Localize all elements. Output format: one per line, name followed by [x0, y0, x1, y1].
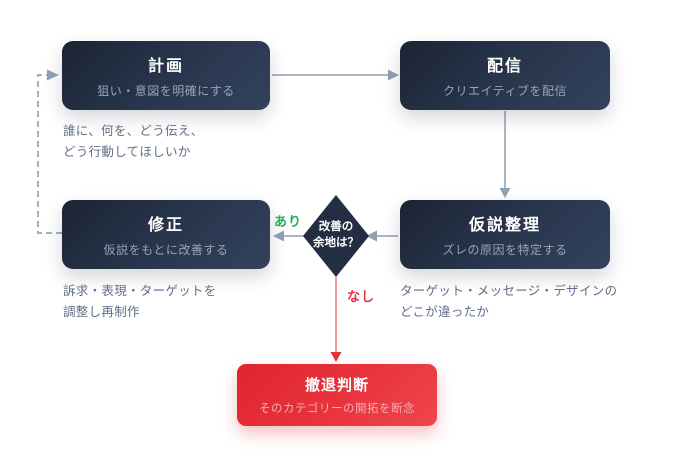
node-deliver-subtitle: クリエイティブを配信: [442, 84, 568, 98]
arrow-deliver-to-hypothesis: [499, 111, 511, 198]
annotation-plan: 誰に、何を、どう伝え、 どう行動してほしいか: [63, 121, 203, 162]
arrow-decision-to-withdraw: [330, 277, 342, 362]
decision-line2: 余地は？: [313, 237, 359, 249]
arrow-fix-to-plan-feedback: [37, 69, 62, 234]
node-hypothesis: 仮説整理 ズレの原因を特定する: [400, 200, 610, 269]
annotation-hypothesis: ターゲット・メッセージ・デザインの どこが違ったか: [400, 281, 617, 322]
node-fix: 修正 仮説をもとに改善する: [62, 200, 270, 269]
edge-label-yes: あり: [274, 214, 303, 229]
arrow-decision-to-fix: [273, 230, 304, 242]
decision-line1: 改善の: [318, 221, 354, 234]
edge-label-no: なし: [347, 289, 376, 304]
annotation-hypothesis-line1: ターゲット・メッセージ・デザインの: [400, 284, 618, 298]
annotation-plan-line2: どう行動してほしいか: [63, 144, 191, 159]
node-withdraw-subtitle: そのカテゴリーの開拓を断念: [259, 403, 415, 415]
node-plan-subtitle: 狙い・意図を明確にする: [97, 84, 235, 98]
node-hypothesis-subtitle: ズレの原因を特定する: [442, 243, 568, 257]
node-deliver: 配信 クリエイティブを配信: [400, 41, 610, 110]
node-deliver-title: 配信: [486, 58, 523, 75]
annotation-hypothesis-line2: どこが違ったか: [400, 304, 490, 319]
annotation-plan-line1: 誰に、何を、どう伝え、: [63, 124, 204, 138]
node-plan: 計画 狙い・意図を明確にする: [62, 41, 270, 110]
node-plan-title: 計画: [147, 58, 184, 75]
arrow-hypothesis-to-decision: [366, 230, 398, 242]
node-withdraw: 撤退判断 そのカテゴリーの開拓を断念: [237, 364, 437, 426]
annotation-fix-line1: 訴求・表現・ターゲットを: [63, 284, 217, 298]
arrow-plan-to-deliver: [272, 69, 399, 81]
node-hypothesis-title: 仮説整理: [468, 217, 541, 234]
annotation-fix: 訴求・表現・ターゲットを 調整し再制作: [63, 281, 217, 322]
node-withdraw-title: 撤退判断: [304, 377, 369, 394]
node-fix-subtitle: 仮説をもとに改善する: [103, 243, 229, 257]
annotation-fix-line2: 調整し再制作: [63, 304, 140, 319]
node-fix-title: 修正: [147, 217, 184, 234]
